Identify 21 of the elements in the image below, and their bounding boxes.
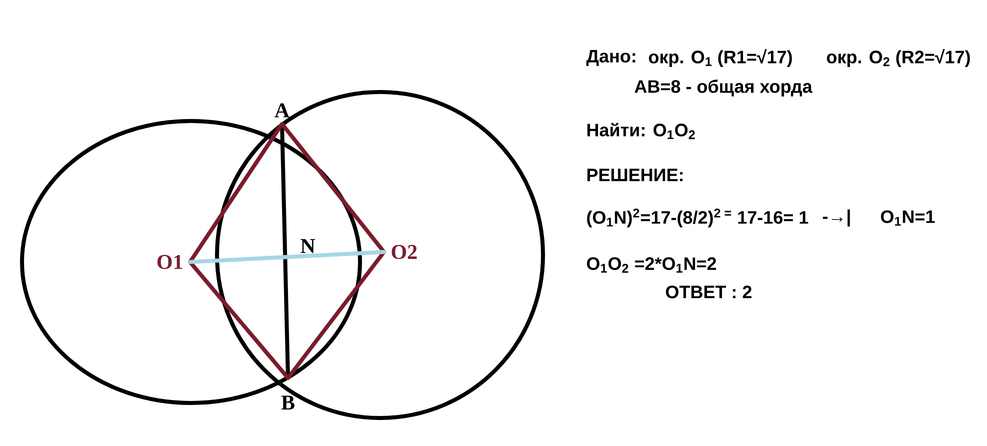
point-label: O1 — [157, 254, 182, 270]
line-segment — [188, 250, 386, 264]
solution-text: (O$_{1}$N)$^{2}$=17-(8/2)$^{2 =}$ 17-16= 1 — [587, 208, 808, 228]
line-segment — [280, 122, 386, 254]
solution-text: Найти: O$_{1}$O$_{2}$ — [587, 122, 695, 140]
solution-text: ОТВЕТ : 2 — [666, 286, 752, 298]
solution-text: O$_{1}$N=1 — [880, 210, 935, 226]
point-label: B — [281, 396, 294, 410]
point-label: N — [300, 239, 316, 253]
solution-text: O$_{1}$O$_{2}$ =2*O$_{1}$N=2 — [586, 257, 716, 273]
point-label: O2 — [392, 244, 417, 260]
solution-text: AB=8 - общая хорда — [634, 80, 812, 96]
solution-text: -→| — [822, 209, 850, 226]
point-label: A — [274, 103, 290, 118]
line-segment — [188, 122, 284, 264]
solution-text: окр. O$_{1}$ (R1=√17) — [648, 49, 792, 67]
solution-text: окр. O$_{2}$ (R2=√17) — [826, 49, 970, 67]
solution-text: Дано: — [586, 50, 636, 66]
line-segment — [188, 260, 290, 380]
line-segment — [286, 250, 386, 380]
solution-text: РЕШЕНИЕ: — [587, 168, 683, 182]
